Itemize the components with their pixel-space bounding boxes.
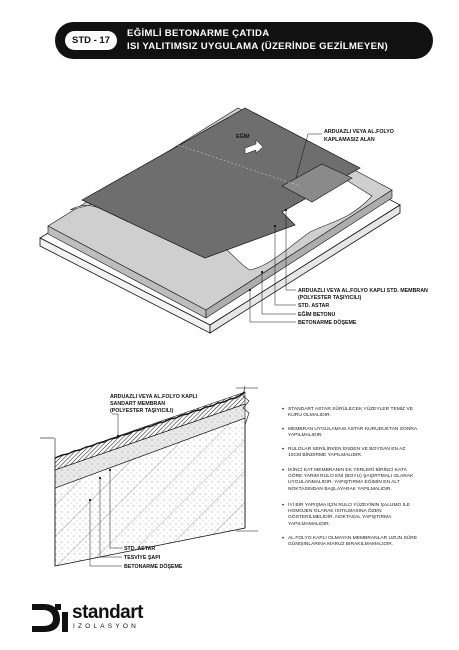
slope-concrete-label: EĞİM BETONU bbox=[298, 310, 335, 318]
note-4: İKİNCİ KAT MEMBRANIN EK YERLERİ BİRİNCİ … bbox=[282, 468, 418, 493]
slab-label: BETONARME DÖŞEME bbox=[298, 319, 357, 326]
overlap-line bbox=[177, 144, 301, 187]
slab-side bbox=[209, 204, 401, 334]
uncoated-area-label-2: KAPLAMASIZ ALAN bbox=[324, 137, 375, 143]
membrane-label: ARDUAZLI VEYA AL.FOLYO KAPLI STD. MEMBRA… bbox=[298, 288, 428, 294]
note-3: RULOLAR SERİLİRKEN ENDEN VE BOYDAN EN AZ… bbox=[282, 447, 418, 459]
note-5: İYİ BİR YAPIŞMA İÇİN RULO YÜZEYİNİN ŞALU… bbox=[282, 503, 418, 528]
uncoated-area-label-1: ARDUAZLI VEYA AL.FOLYO bbox=[324, 129, 394, 135]
slope-label: EĞİM bbox=[236, 132, 250, 140]
brand-subtitle: IZOLASYON bbox=[73, 623, 140, 630]
slope-arrow-icon bbox=[244, 139, 264, 155]
title-line-2: ISI YALITIMSIZ UYGULAMA (ÜZERİNDE GEZİLM… bbox=[127, 40, 388, 52]
drawing-code-badge: STD - 17 bbox=[65, 31, 117, 50]
note-2: MEMBRAN UYGULAMASI ASTAR KURUDUKTAN SONR… bbox=[282, 427, 418, 439]
membrane-layer bbox=[81, 107, 361, 259]
standart-logo-icon bbox=[32, 604, 68, 632]
section-slab-label: BETONARME DÖŞEME bbox=[124, 563, 183, 570]
section-primer-label: STD. ASTAR bbox=[124, 546, 155, 552]
primer-label: STD. ASTAR bbox=[298, 303, 329, 309]
header-banner: STD - 17 EĞİMLİ BETONARME ÇATIDA ISI YAL… bbox=[55, 22, 433, 59]
membrane-carrier-label: (POLYESTER TAŞIYICILI) bbox=[298, 295, 362, 301]
section-screed-label: TESVİYE ŞAPI bbox=[124, 554, 161, 561]
section-membrane-label-2: SANDART MEMBRAN bbox=[110, 401, 165, 407]
section-membrane-label-1: ARDUAZLI VEYA AL.FOLYO KAPLI bbox=[110, 394, 198, 400]
brand-name: standart bbox=[72, 602, 143, 623]
note-6: AL.FOLYO KAPLI OLMAYAN MEMBRANLAR UZUN S… bbox=[282, 536, 418, 548]
title-line-1: EĞİMLİ BETONARME ÇATIDA bbox=[127, 28, 270, 39]
section-membrane-label-3: (POLYESTER TAŞIYICILI) bbox=[110, 408, 174, 414]
membrane-uncoated-area bbox=[281, 163, 353, 203]
note-1: STANDART ASTAR SÜRÜLECEK YÜZEYLER TEMİZ … bbox=[282, 407, 418, 419]
screed-side bbox=[205, 189, 393, 319]
section-diagram bbox=[40, 385, 258, 567]
page-title: EĞİMLİ BETONARME ÇATIDA ISI YALITIMSIZ U… bbox=[127, 28, 388, 53]
